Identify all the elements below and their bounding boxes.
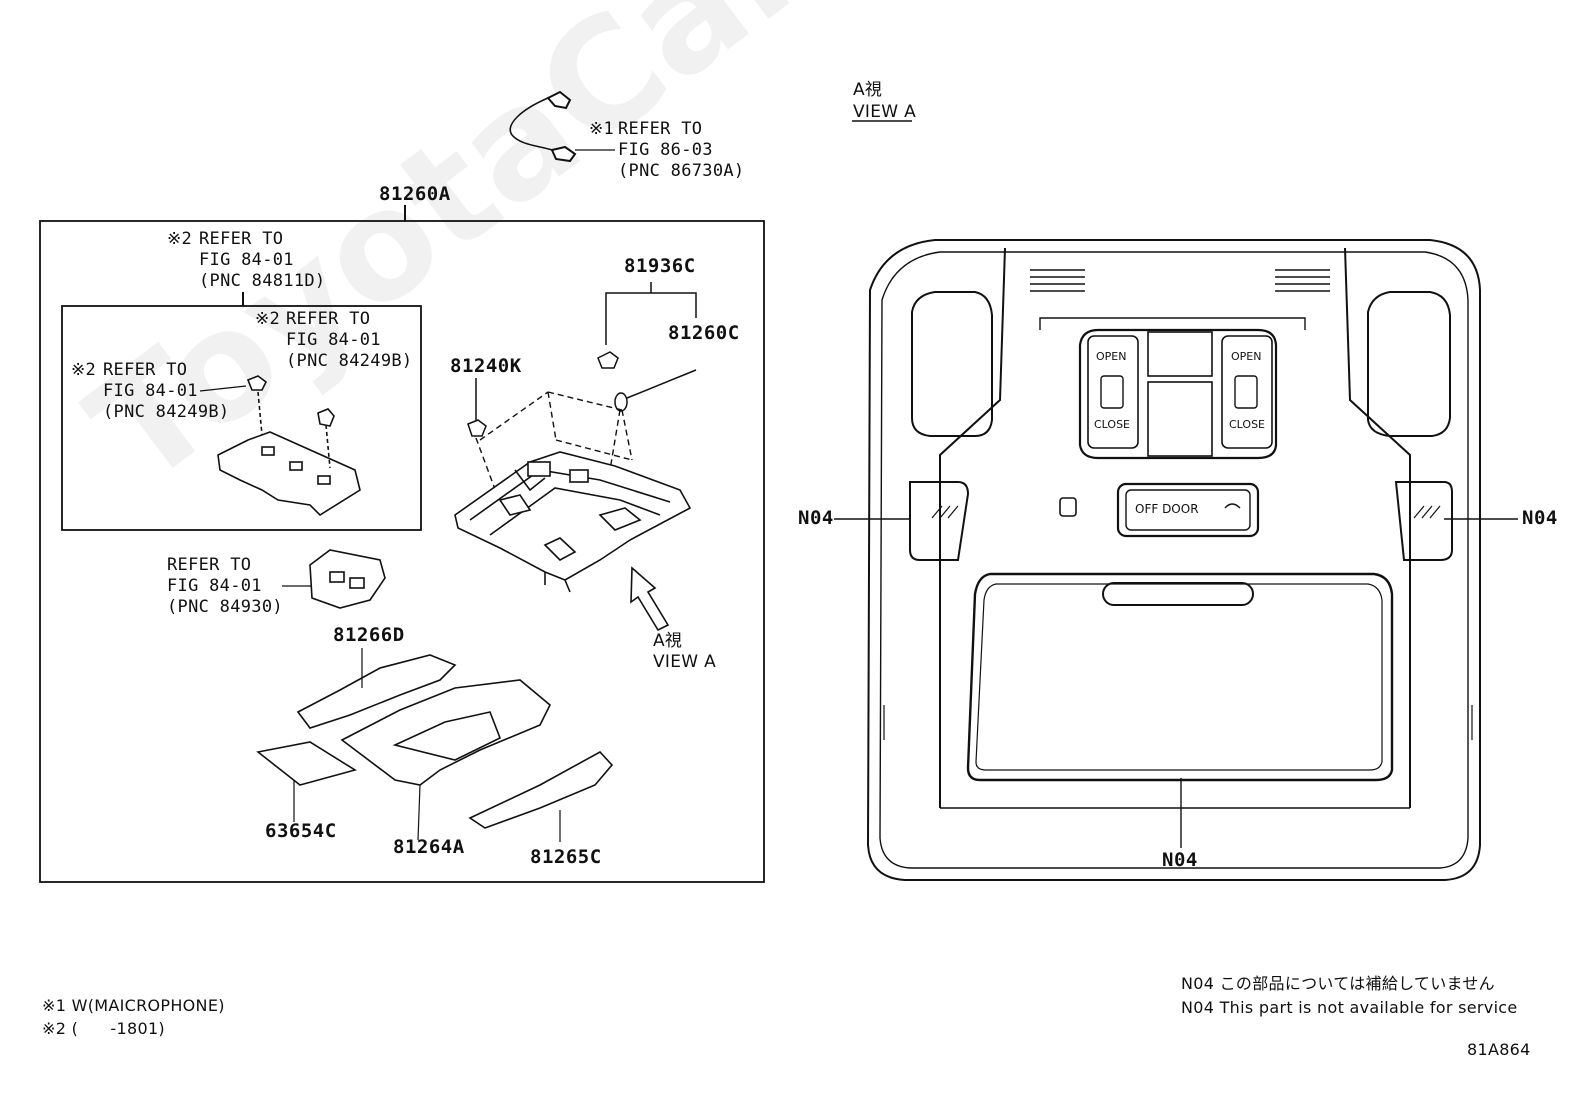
switch-left-close: CLOSE — [1094, 418, 1131, 431]
view-a-console-drawing — [866, 239, 1481, 881]
ref-a-line3: (PNC 84811D) — [199, 271, 326, 291]
ref-c-mark: ※2 — [71, 360, 97, 380]
part-label-81265C: 81265C — [530, 846, 602, 868]
ref-c-line3: (PNC 84249B) — [103, 402, 230, 422]
part-label-81264A: 81264A — [393, 836, 465, 858]
ref-c-line1: REFER TO — [103, 360, 188, 380]
view-title-en: VIEW A — [853, 102, 917, 122]
part-label-81936C: 81936C — [624, 255, 696, 277]
console-housing-drawing — [454, 451, 692, 593]
switch-module-84930-drawing — [282, 549, 386, 609]
mic-ref-mark: ※1 — [589, 119, 615, 139]
ref-b-line2: FIG 84-01 — [286, 330, 381, 350]
pad-63654C-drawing — [256, 741, 357, 786]
ref-b-line3: (PNC 84249B) — [286, 351, 413, 371]
view-a-arrow — [630, 566, 670, 632]
ref-d-line2: FIG 84-01 — [167, 576, 262, 596]
callout-n04-left: N04 — [798, 507, 834, 529]
ref-a-line2: FIG 84-01 — [199, 250, 294, 270]
bracket-subframe — [61, 305, 422, 531]
ref-b-line1: REFER TO — [286, 309, 371, 329]
part-label-81260C: 81260C — [668, 322, 740, 344]
part-label-81240K: 81240K — [450, 355, 522, 377]
switch-right-open: OPEN — [1231, 350, 1262, 363]
trim-81265C-drawing — [468, 750, 614, 842]
assembly-frame — [39, 220, 765, 883]
switch-right-close: CLOSE — [1229, 418, 1266, 431]
diagram-id: 81A864 — [1467, 1040, 1531, 1059]
microphone-wire-drawing — [509, 90, 615, 163]
frame-81264A-drawing — [340, 679, 551, 841]
n04-note-jp: N04 この部品については補給していません — [1181, 974, 1495, 993]
ref-a-line1: REFER TO — [199, 229, 284, 249]
callout-n04-bottom: N04 — [1162, 849, 1198, 871]
ref-b-mark: ※2 — [255, 309, 281, 329]
note-2: ※2 ( -1801) — [42, 1019, 165, 1038]
note-1: ※1 W(MAICROPHONE) — [42, 996, 225, 1015]
mic-ref-line1: REFER TO — [618, 119, 703, 139]
mic-ref-line3: (PNC 86730A) — [618, 161, 745, 181]
ref-d-line1: REFER TO — [167, 555, 252, 575]
trim-81266D-drawing — [296, 648, 457, 729]
view-title-jp: A視 — [853, 80, 883, 100]
ref-d-line3: (PNC 84930) — [167, 597, 283, 617]
n04-note-en: N04 This part is not available for servi… — [1181, 998, 1518, 1017]
callout-n04-right: N04 — [1522, 507, 1558, 529]
view-arrow-jp: A視 — [653, 631, 683, 651]
part-label-81266D: 81266D — [333, 624, 405, 646]
switch-left-open: OPEN — [1096, 350, 1127, 363]
mic-ref-line2: FIG 86-03 — [618, 140, 713, 160]
view-arrow-en: VIEW A — [653, 652, 717, 672]
door-switch-label: OFF DOOR — [1135, 502, 1199, 516]
bracket-84811D-drawing — [199, 375, 361, 517]
part-label-63654C: 63654C — [265, 820, 337, 842]
clip-81936C-drawing — [597, 351, 619, 369]
ref-a-mark: ※2 — [167, 229, 193, 249]
part-label-81260A: 81260A — [379, 183, 451, 205]
ref-c-line2: FIG 84-01 — [103, 381, 198, 401]
